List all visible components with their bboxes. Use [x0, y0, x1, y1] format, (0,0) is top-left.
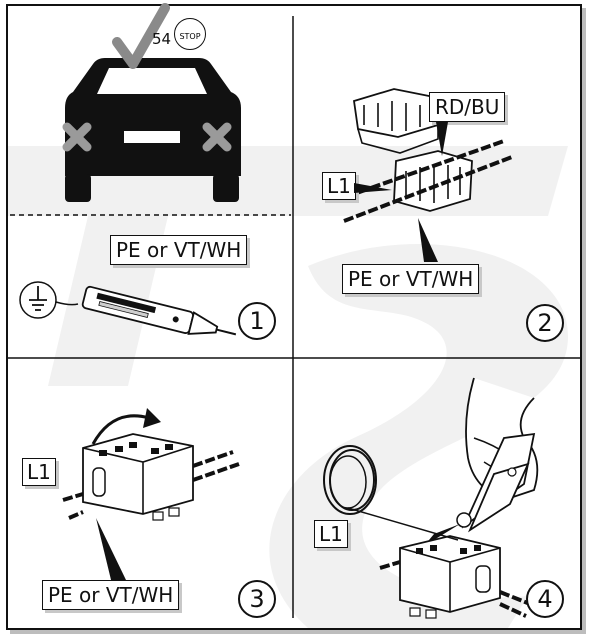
stop-sign-label: STOP: [179, 32, 200, 41]
label-l1-text: L1: [327, 174, 351, 198]
panel-3: L1 PE or VT/WH 3: [8, 358, 292, 628]
cable-line: [348, 506, 468, 546]
label-pe-or-vtwh: PE or VT/WH: [110, 235, 247, 265]
panel-1: 54 STOP PE or VT/WH 1: [8, 6, 292, 356]
stop-sign-icon: STOP: [174, 18, 206, 50]
label-pe-text: PE or VT/WH: [116, 238, 241, 262]
label-l1-text: L1: [27, 460, 51, 484]
ground-symbol-icon: [18, 280, 62, 324]
pointer-arrow-pe: [96, 518, 136, 588]
label-rdbu-text: RD/BU: [435, 95, 499, 119]
voltage-tester-icon: [78, 286, 238, 346]
label-rd-bu: RD/BU: [429, 92, 505, 122]
label-pe-or-vtwh: PE or VT/WH: [42, 580, 179, 610]
label-l1: L1: [314, 520, 348, 548]
step-number-2: 2: [526, 304, 564, 342]
label-pe-text: PE or VT/WH: [48, 583, 173, 607]
connector-icon: [63, 408, 243, 548]
label-pe-text: PE or VT/WH: [348, 267, 473, 291]
speed-number: 54: [152, 30, 171, 48]
label-l1: L1: [22, 458, 56, 486]
car-icon: [53, 54, 253, 204]
instruction-frame: 54 STOP PE or VT/WH 1: [6, 4, 582, 630]
panel-4: L1 4: [294, 358, 580, 628]
pointer-arrow-rdbu: [432, 122, 452, 162]
label-l1: L1: [322, 172, 356, 200]
step-number-3: 3: [238, 580, 276, 618]
pointer-arrow-l1: [354, 180, 394, 196]
panel-2: RD/BU L1 PE or VT/WH 2: [294, 6, 580, 356]
step-number-4: 4: [526, 580, 564, 618]
label-pe-or-vtwh: PE or VT/WH: [342, 264, 479, 294]
pointer-arrow-pe: [412, 218, 442, 268]
step-number-1: 1: [238, 302, 276, 340]
label-l1-text: L1: [319, 522, 343, 546]
